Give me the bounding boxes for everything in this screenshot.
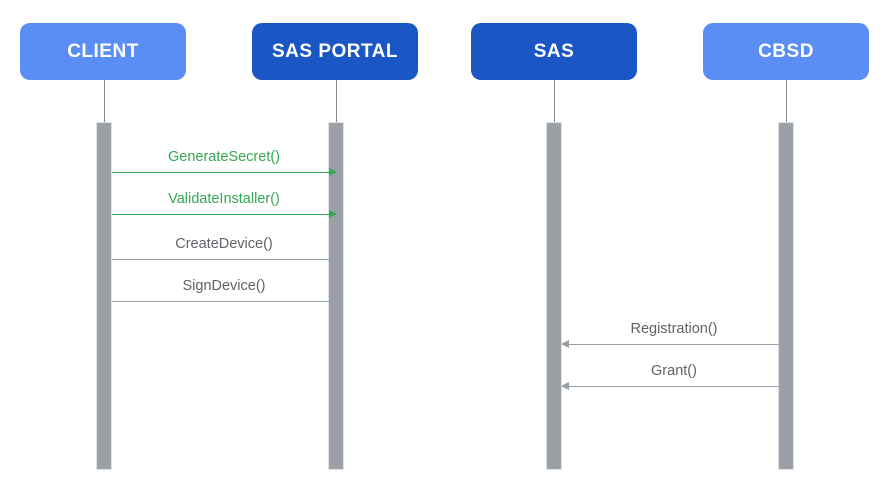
message-label-registration: Registration() (630, 321, 718, 338)
arrowhead-right-icon (329, 255, 337, 263)
lifeline-sas-portal (336, 80, 337, 122)
message-label-create-device: CreateDevice() (175, 236, 273, 253)
message-line-validate-installer (112, 214, 336, 215)
lifeline-cbsd (786, 80, 787, 122)
message-line-create-device (112, 259, 336, 260)
activation-bar-client (96, 122, 112, 470)
message-line-generate-secret (112, 172, 336, 173)
message-line-registration (562, 344, 786, 345)
actor-box-client[interactable]: CLIENT (20, 23, 186, 80)
lifeline-client (104, 80, 105, 122)
lifeline-sas (554, 80, 555, 122)
arrowhead-right-icon (329, 168, 337, 176)
arrowhead-right-icon (329, 210, 337, 218)
activation-bar-cbsd (778, 122, 794, 470)
actor-box-sas-portal[interactable]: SAS PORTAL (252, 23, 418, 80)
actor-label-client: CLIENT (67, 40, 139, 62)
message-line-sign-device (112, 301, 336, 302)
activation-bar-sas (546, 122, 562, 470)
message-label-sign-device: SignDevice() (182, 278, 266, 295)
message-label-generate-secret: GenerateSecret() (167, 149, 281, 166)
arrowhead-right-icon (329, 297, 337, 305)
activation-bar-sas-portal (328, 122, 344, 470)
message-line-grant (562, 386, 786, 387)
actor-label-sas: SAS (533, 40, 575, 62)
arrowhead-left-icon (561, 382, 569, 390)
actor-label-cbsd: CBSD (758, 40, 814, 62)
actor-box-cbsd[interactable]: CBSD (703, 23, 869, 80)
actor-label-sas-portal: SAS PORTAL (271, 40, 399, 62)
arrowhead-left-icon (561, 340, 569, 348)
message-label-grant: Grant() (651, 363, 697, 380)
message-label-validate-installer: ValidateInstaller() (168, 191, 280, 208)
actor-box-sas[interactable]: SAS (471, 23, 637, 80)
